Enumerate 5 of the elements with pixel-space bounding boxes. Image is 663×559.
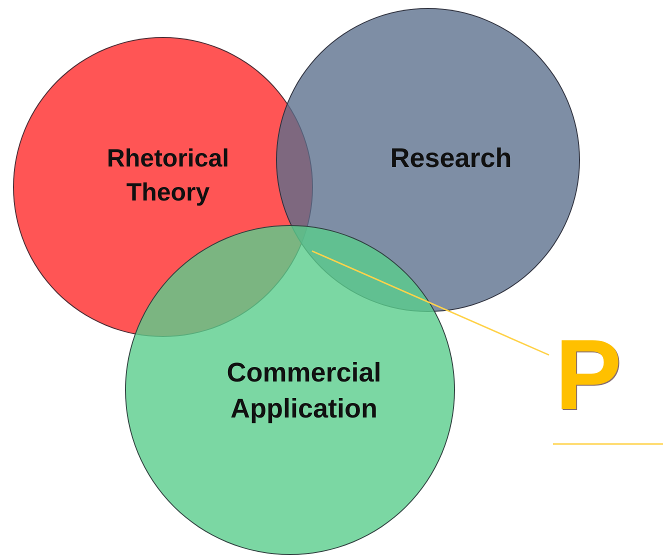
leader-line [312, 250, 550, 356]
circle-label: Commercial Application [226, 356, 382, 426]
circle-label: Rhetorical Theory [106, 143, 230, 208]
letter-label: P [555, 325, 622, 425]
circle-label: Research [389, 142, 513, 175]
